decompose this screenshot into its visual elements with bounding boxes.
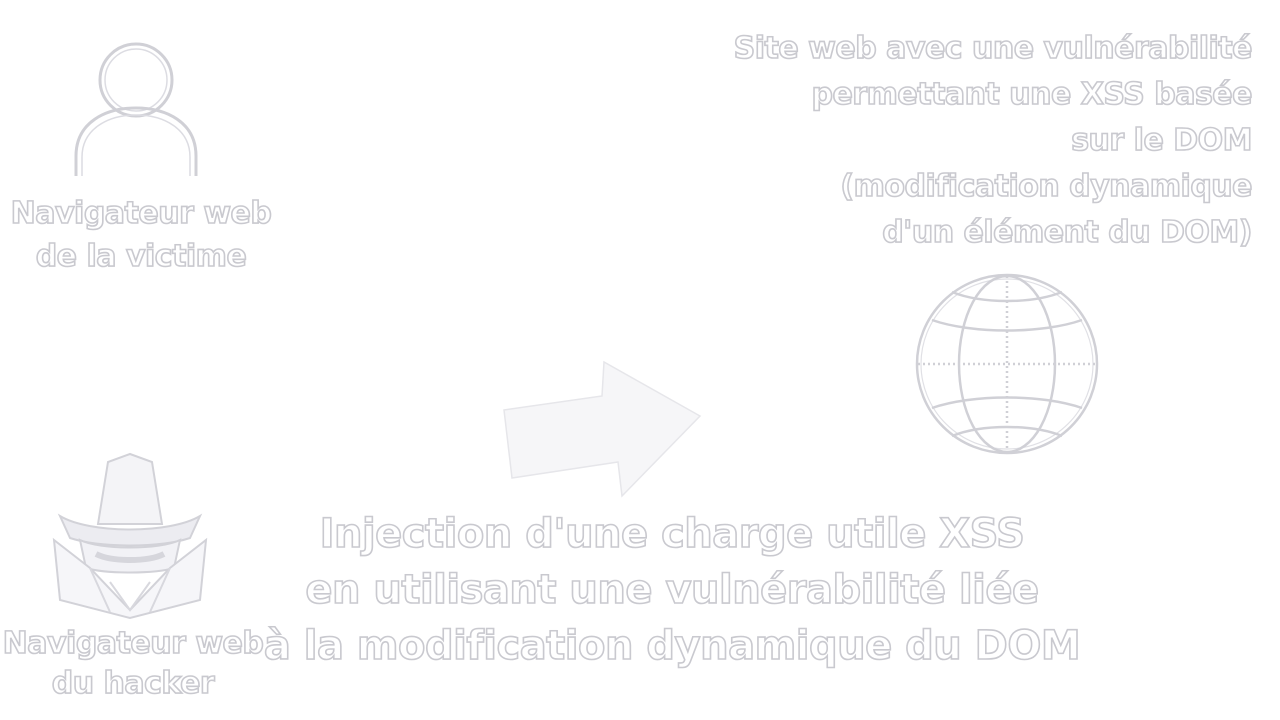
vulnerable-site-label: Site web avec une vulnérabilité permetta… bbox=[733, 26, 1254, 256]
victim-browser-label: Navigateur web de la victime bbox=[6, 192, 276, 278]
victim-label-line-1: Navigateur web bbox=[10, 195, 273, 232]
victim-label-line-2: de la victime bbox=[35, 238, 248, 275]
injection-label: Injection d'une charge utile XSS en util… bbox=[262, 506, 1082, 674]
site-label-line-3: sur le DOM bbox=[1070, 122, 1253, 159]
globe-icon bbox=[915, 273, 1099, 455]
hacker-label-line-1: Navigateur web bbox=[2, 625, 265, 662]
user-icon bbox=[74, 42, 198, 176]
site-label-line-5: d'un élément du DOM) bbox=[881, 214, 1253, 251]
site-label-line-2: permettant une XSS basée bbox=[811, 76, 1254, 113]
hacker-icon bbox=[52, 452, 208, 620]
hacker-browser-label: Navigateur web du hacker bbox=[0, 624, 266, 704]
hacker-label-line-2: du hacker bbox=[51, 665, 216, 702]
arrow-icon bbox=[503, 360, 702, 498]
injection-label-line-2: en utilisant une vulnérabilité liée bbox=[305, 566, 1040, 614]
injection-label-line-3: à la modification dynamique du DOM bbox=[263, 622, 1081, 670]
injection-label-line-1: Injection d'une charge utile XSS bbox=[319, 510, 1026, 558]
site-label-line-4: (modification dynamique bbox=[840, 168, 1254, 205]
site-label-line-1: Site web avec une vulnérabilité bbox=[733, 30, 1253, 67]
